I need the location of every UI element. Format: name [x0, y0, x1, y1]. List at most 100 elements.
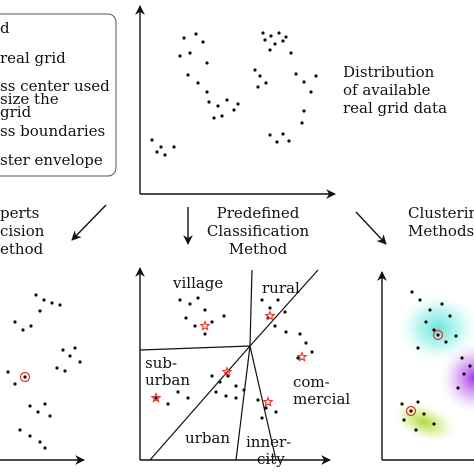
distribution-caption-1: Distribution [343, 63, 435, 81]
grid-point [256, 85, 260, 89]
grid-point [42, 298, 46, 302]
grid-point [214, 390, 218, 394]
grid-point [18, 428, 22, 432]
distribution-caption-3: real grid data [343, 99, 448, 117]
circled-centers [19, 329, 444, 417]
grid-point [422, 412, 426, 416]
grid-point [264, 81, 268, 85]
region-label-suburban-2: urban [145, 371, 191, 389]
grid-point [205, 90, 209, 94]
grid-point [205, 61, 209, 65]
legend-box [0, 13, 117, 177]
grid-point [263, 38, 267, 42]
grid-point [444, 340, 448, 344]
grid-point [150, 138, 154, 142]
grid-point [314, 74, 318, 78]
grid-point [182, 36, 186, 40]
method-arrows [71, 204, 387, 245]
grid-point [273, 42, 277, 46]
grid-point [260, 298, 264, 302]
grid-point [207, 100, 211, 104]
grid-point [253, 68, 257, 72]
grid-point [298, 332, 302, 336]
grid-point [220, 114, 224, 118]
center-marker-cyan [432, 329, 444, 341]
grid-point [216, 104, 220, 108]
region-label-innercity-1: inner- [246, 433, 292, 451]
clustering-method-label-2: Methods [408, 222, 474, 240]
region-label-suburban-1: sub- [145, 354, 178, 372]
legend-item-2: ss center used [0, 77, 110, 95]
grid-point [28, 404, 32, 408]
grid-point [63, 369, 67, 373]
grid-point [416, 400, 420, 404]
grid-point [410, 290, 414, 294]
grid-point [400, 402, 404, 406]
grid-point [273, 324, 277, 328]
region-label-commercial-1: com- [293, 373, 330, 391]
class-center-star [221, 366, 233, 377]
grid-point [283, 310, 287, 314]
grid-point [462, 372, 466, 376]
grid-point [281, 132, 285, 136]
grid-point [13, 320, 17, 324]
clustering-method-label-1: Clusterin [408, 204, 474, 222]
grid-point [28, 434, 32, 438]
grid-point [269, 34, 273, 38]
grid-point [268, 48, 272, 52]
legend-item-5: ss boundaries [0, 122, 106, 140]
arrow-right [355, 211, 387, 245]
legend-item-6: ster envelope [0, 151, 103, 169]
grid-point [61, 348, 65, 352]
grid-point [287, 139, 291, 143]
grid-point [73, 346, 77, 350]
grid-point [210, 320, 214, 324]
grid-point [188, 51, 192, 55]
grid-point [43, 402, 47, 406]
class-center-star [262, 396, 274, 407]
center-panel-axes [135, 267, 331, 465]
grid-point [268, 306, 272, 310]
grid-point [176, 390, 180, 394]
grid-point [38, 309, 42, 313]
grid-point [448, 314, 452, 318]
grid-point [304, 341, 308, 345]
grid-point [178, 54, 182, 58]
grid-point [186, 396, 190, 400]
grid-point [268, 133, 272, 137]
grid-point [58, 303, 62, 307]
grid-point [294, 72, 298, 76]
legend-item-1: real grid [0, 49, 66, 67]
grid-point [432, 328, 436, 332]
experts-method-label-3: ethod [0, 240, 44, 258]
grid-point [234, 396, 238, 400]
grid-point [418, 298, 422, 302]
grid-point [310, 350, 314, 354]
grid-point [232, 108, 236, 112]
grid-point [284, 35, 288, 39]
grid-point [6, 370, 10, 374]
grid-point [203, 308, 207, 312]
region-label-urban: urban [185, 429, 231, 447]
grid-point [440, 302, 444, 306]
cluster-envelope-cyan [398, 294, 474, 362]
grid-point [55, 366, 59, 370]
legend-item-4: grid [0, 103, 32, 121]
distribution-caption-2: of available [343, 81, 431, 99]
grid-point [264, 406, 268, 410]
grid-point [68, 354, 72, 358]
grid-point [43, 446, 47, 450]
grid-point [184, 316, 188, 320]
grid-point [201, 40, 205, 44]
class-center-star [150, 392, 162, 403]
experts-method-label-1: perts [0, 204, 40, 222]
grid-point [36, 410, 40, 414]
grid-point [468, 364, 472, 368]
center-marker-left [19, 371, 31, 383]
grid-point [159, 145, 163, 149]
grid-point [300, 121, 304, 125]
class-center-star [199, 320, 211, 331]
grid-point [50, 301, 54, 305]
grid-point [194, 32, 198, 36]
